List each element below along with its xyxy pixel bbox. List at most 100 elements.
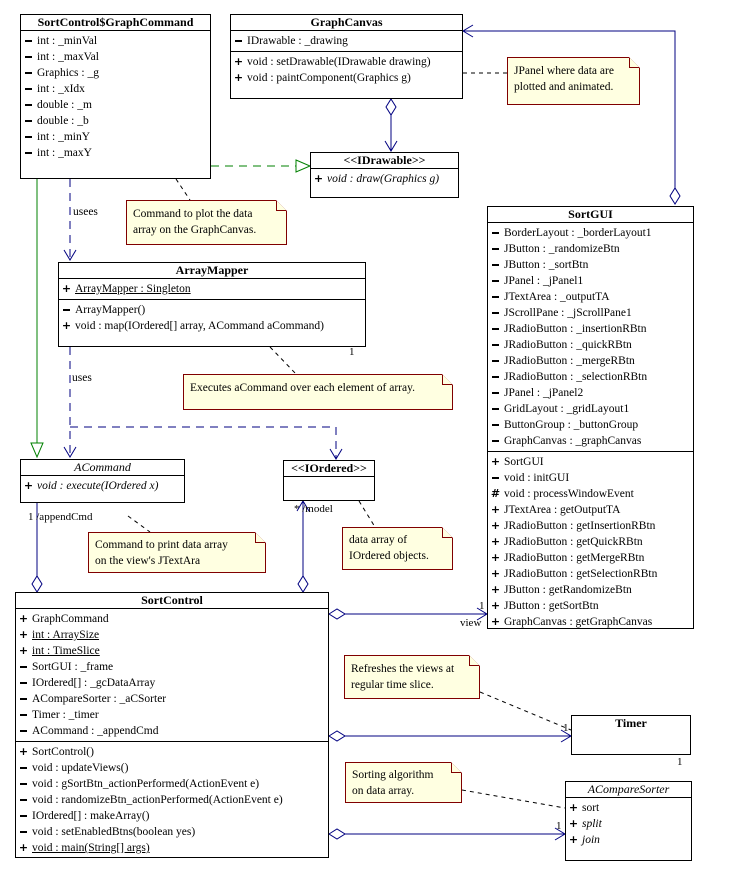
method-list: +void : draw(Graphics g) xyxy=(311,169,458,189)
label-view: view xyxy=(460,617,482,629)
class-name: ACommand xyxy=(21,460,184,476)
attribute-row: ButtonGroup : _buttonGroup xyxy=(492,419,639,431)
attribute-row: JRadioButton : _selectionRBtn xyxy=(492,371,648,383)
public-icon: + xyxy=(233,71,244,84)
method-list: +sort +split +join xyxy=(566,798,691,850)
class-name: ACompareSorter xyxy=(566,782,691,798)
public-icon: + xyxy=(568,817,579,830)
attribute-row: JScrollPane : _jScrollPane1 xyxy=(492,307,632,319)
note-fold-icon xyxy=(276,200,287,211)
attribute-row: GraphCanvas : _graphCanvas xyxy=(492,435,642,447)
class-graph-command[interactable]: SortControl$GraphCommand int : _minVal i… xyxy=(20,14,211,179)
class-idrawable[interactable]: <<IDrawable>> +void : draw(Graphics g) xyxy=(310,152,459,198)
public-icon: + xyxy=(490,455,501,468)
attribute-row: +int : ArraySize xyxy=(18,628,100,641)
attribute-row: JButton : _randomizeBtn xyxy=(492,243,620,255)
public-icon: + xyxy=(18,628,29,641)
aggregation-sortcontrol-timer xyxy=(328,729,572,743)
class-name: SortGUI xyxy=(488,207,693,223)
note-jpanel: JPanel where data are plotted and animat… xyxy=(507,57,640,105)
attribute-row: int : _minVal xyxy=(25,35,98,47)
public-icon: + xyxy=(490,567,501,580)
method-row: +void : main(String[] args) xyxy=(18,841,150,854)
attribute-list: int : _minVal int : _maxVal Graphics : _… xyxy=(21,31,210,163)
note-sorting: Sorting algorithm on data array. xyxy=(345,762,462,803)
method-row: #void : processWindowEvent xyxy=(490,487,634,500)
generalization-graphcommand-acommand xyxy=(30,179,44,459)
note-print: Command to print data array on the view'… xyxy=(88,532,266,573)
label-usees: usees xyxy=(73,206,98,218)
method-row: +JRadioButton : getQuickRBtn xyxy=(490,535,643,548)
class-acompare-sorter[interactable]: ACompareSorter +sort +split +join xyxy=(565,781,692,861)
method-row: +join xyxy=(568,833,600,846)
method-row: IOrdered[] : makeArray() xyxy=(20,810,150,822)
attribute-row: +GraphCommand xyxy=(18,612,109,625)
attribute-list: +ArrayMapper : Singleton xyxy=(59,279,365,300)
class-name: <<IOrdered>> xyxy=(284,461,374,477)
public-icon: + xyxy=(313,172,324,185)
public-icon: + xyxy=(233,55,244,68)
method-row: +split xyxy=(568,817,602,830)
method-list: ArrayMapper() +void : map(IOrdered[] arr… xyxy=(59,300,365,336)
public-icon: + xyxy=(490,503,501,516)
method-row: +void : draw(Graphics g) xyxy=(313,172,440,185)
attribute-row: BorderLayout : _borderLayout1 xyxy=(492,227,652,239)
public-icon: + xyxy=(23,479,34,492)
method-row: void : updateViews() xyxy=(20,762,129,774)
public-icon: + xyxy=(568,833,579,846)
method-row: +sort xyxy=(568,801,600,814)
public-icon: + xyxy=(61,319,72,332)
class-name: <<IDrawable>> xyxy=(311,153,458,169)
public-icon: + xyxy=(18,841,29,854)
class-timer[interactable]: Timer xyxy=(571,715,691,755)
method-row: +void : setDrawable(IDrawable drawing) xyxy=(233,55,431,68)
class-array-mapper[interactable]: ArrayMapper +ArrayMapper : Singleton Arr… xyxy=(58,262,366,347)
attribute-row: JButton : _sortBtn xyxy=(492,259,589,271)
attribute-row: Timer : _timer xyxy=(20,709,99,721)
attribute-row: +ArrayMapper : Singleton xyxy=(61,282,191,295)
public-icon: + xyxy=(18,644,29,657)
attribute-row: int : _xIdx xyxy=(25,83,85,95)
method-row: +JTextArea : getOutputTA xyxy=(490,503,621,516)
protected-icon: # xyxy=(490,487,501,500)
method-row: +SortControl() xyxy=(18,745,94,758)
label-model: * /model xyxy=(294,503,333,515)
attribute-row: Graphics : _g xyxy=(25,67,99,79)
class-sort-control[interactable]: SortControl +GraphCommand +int : ArraySiz… xyxy=(15,592,329,858)
method-row: +void : execute(IOrdered x) xyxy=(23,479,159,492)
class-iordered[interactable]: <<IOrdered>> xyxy=(283,460,375,501)
attribute-list: +GraphCommand +int : ArraySize +int : Time… xyxy=(16,609,328,742)
public-icon: + xyxy=(18,745,29,758)
attribute-row: double : _b xyxy=(25,115,89,127)
attribute-row: JPanel : _jPanel2 xyxy=(492,387,584,399)
attribute-list: IDrawable : _drawing xyxy=(231,31,462,52)
method-row: void : setEnabledBtns(boolean yes) xyxy=(20,826,196,838)
timer-multiplicity: 1 xyxy=(563,722,569,734)
note-fold-icon xyxy=(629,57,640,68)
attribute-row: int : _maxVal xyxy=(25,51,99,63)
class-name: GraphCanvas xyxy=(231,15,462,31)
attribute-row: JRadioButton : _quickRBtn xyxy=(492,339,632,351)
note-fold-icon xyxy=(442,374,453,385)
attribute-row: ACommand : _appendCmd xyxy=(20,725,159,737)
note-data-array: data array of IOrdered objects. xyxy=(342,527,453,570)
attribute-row: +int : TimeSlice xyxy=(18,644,100,657)
class-graph-canvas[interactable]: GraphCanvas IDrawable : _drawing +void :… xyxy=(230,14,463,99)
method-list: +void : execute(IOrdered x) xyxy=(21,476,184,496)
class-name: SortControl xyxy=(16,593,328,609)
attribute-row: JPanel : _jPanel1 xyxy=(492,275,584,287)
public-icon: + xyxy=(61,282,72,295)
attribute-row: int : _minY xyxy=(25,131,91,143)
method-list: +void : setDrawable(IDrawable drawing) +… xyxy=(231,52,462,88)
note-plot: Command to plot the data array on the Gr… xyxy=(126,200,287,245)
method-row: void : gSortBtn_actionPerformed(ActionEv… xyxy=(20,778,260,790)
class-acommand[interactable]: ACommand +void : execute(IOrdered x) xyxy=(20,459,185,503)
acompare-sorter-multiplicity: 1 xyxy=(556,820,562,832)
class-name: Timer xyxy=(615,716,647,730)
public-icon: + xyxy=(490,519,501,532)
method-row: +JRadioButton : getSelectionRBtn xyxy=(490,567,658,580)
method-row: +JButton : getSortBtn xyxy=(490,599,599,612)
note-fold-icon xyxy=(469,655,480,666)
